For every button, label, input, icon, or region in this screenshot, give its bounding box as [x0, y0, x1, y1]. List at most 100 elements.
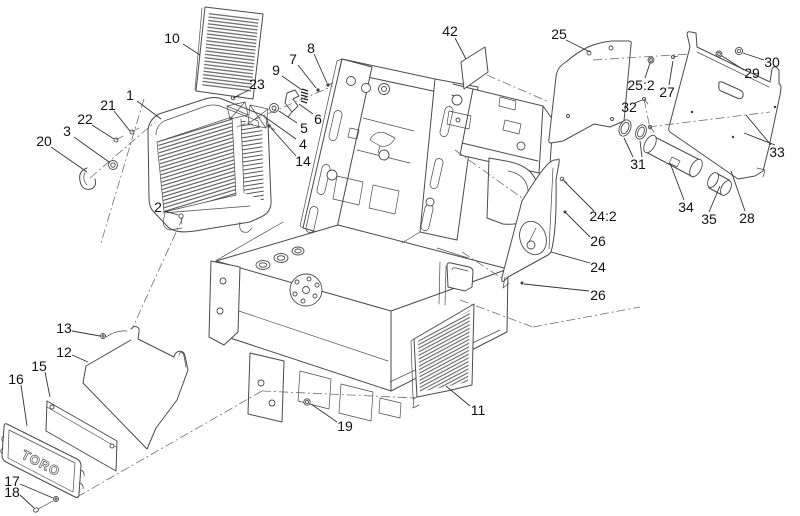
- callout-27-18: 27: [659, 84, 675, 100]
- leader-line-7: [297, 64, 317, 89]
- callout-15-33: 15: [31, 358, 47, 374]
- panel-25: [548, 40, 632, 144]
- strip-15: [45, 400, 118, 472]
- leader-line-33: [745, 114, 772, 146]
- callout-8-10: 8: [307, 40, 315, 56]
- phantom-lines: [76, 53, 771, 498]
- leader-line-3: [73, 136, 110, 163]
- leader-line-31: [623, 137, 634, 158]
- leader-line-13: [71, 330, 101, 337]
- leader-line-27: [668, 60, 674, 86]
- nut-19: [303, 398, 311, 406]
- leader-line-30: [742, 52, 765, 61]
- callout-16-34: 16: [8, 371, 24, 387]
- leader-line-21: [113, 110, 131, 132]
- grille-panel-11: [410, 303, 475, 409]
- callout-24-29: 24: [590, 259, 606, 275]
- leader-line-33: [743, 132, 776, 146]
- leader-line-11: [445, 385, 471, 407]
- leader-line-29: [721, 55, 745, 71]
- leader-line-9: [281, 75, 303, 91]
- leader-line-24: [550, 251, 591, 264]
- leader-line-32: [634, 99, 643, 104]
- callout-42-15: 42: [442, 23, 458, 39]
- leader-line-15: [44, 371, 51, 398]
- callout-34-24: 34: [678, 199, 694, 215]
- phantom-line: [454, 149, 523, 199]
- callout-30-20: 30: [764, 54, 780, 70]
- callout-11-38: 11: [471, 402, 486, 418]
- callout-25-16: 25: [551, 26, 567, 42]
- leader-line-14: [270, 127, 297, 157]
- cylinder-35: [707, 172, 732, 196]
- leader-line-22: [91, 124, 115, 140]
- leader-line-2: [164, 210, 179, 216]
- leader-line-8: [313, 53, 328, 84]
- grille-hood-1: [147, 97, 272, 233]
- phantom-line: [647, 111, 771, 128]
- phantom-line: [532, 306, 641, 328]
- bracket-12: [82, 326, 189, 450]
- callout-32-21: 32: [621, 99, 637, 115]
- callout-26-30: 26: [590, 287, 606, 303]
- callout-10-0: 10: [164, 30, 180, 46]
- callout-35-25: 35: [701, 211, 717, 227]
- leader-line-16: [20, 384, 28, 427]
- spring-9: [300, 88, 309, 104]
- callout-4-13: 4: [299, 136, 307, 152]
- callout-1-2: 1: [126, 87, 134, 103]
- callout-17-35: 17: [4, 473, 20, 489]
- leader-line-1: [136, 100, 162, 120]
- callout-2-7: 2: [154, 199, 162, 215]
- chassis-frame: [208, 58, 554, 423]
- leader-line-23: [232, 89, 250, 99]
- callout-31-22: 31: [630, 156, 646, 172]
- leader-line-4: [264, 116, 297, 140]
- phantom-line: [459, 299, 534, 328]
- leader-line-25:2: [644, 62, 651, 79]
- phantom-line: [236, 85, 334, 128]
- callout-22-4: 22: [77, 111, 93, 127]
- panel-28: [668, 31, 782, 180]
- phantom-line: [486, 74, 550, 103]
- leader-line-35: [708, 185, 721, 213]
- callout-26-28: 26: [590, 233, 606, 249]
- callout-7-9: 7: [289, 51, 297, 67]
- callout-14-14: 14: [295, 153, 311, 169]
- leader-line-10: [182, 43, 201, 56]
- rings-31: [618, 119, 647, 140]
- callout-3-5: 3: [63, 123, 71, 139]
- callout-28-26: 28: [739, 210, 755, 226]
- leader-line-42: [454, 37, 467, 60]
- leader-line-17: [19, 483, 54, 499]
- callout-9-8: 9: [272, 62, 280, 78]
- right-fasteners: [641, 46, 744, 133]
- leader-line-26: [523, 283, 590, 292]
- leader-line-31: [639, 140, 643, 158]
- phantom-line: [89, 121, 156, 179]
- callout-29-19: 29: [744, 65, 760, 81]
- phantom-line: [131, 216, 184, 330]
- leader-line-24:2: [563, 180, 595, 212]
- callout-23-1: 23: [249, 76, 265, 92]
- grille-panel-10: [194, 6, 264, 100]
- callout-20-6: 20: [36, 133, 52, 149]
- left-fasteners: [79, 95, 240, 225]
- leader-line-34: [669, 162, 685, 201]
- callout-24:2-27: 24:2: [589, 208, 616, 224]
- callout-18-36: 18: [4, 484, 20, 500]
- phantom-line: [461, 251, 504, 280]
- callout-21-3: 21: [100, 97, 116, 113]
- phantom-line: [100, 98, 145, 244]
- callout-25:2-17: 25:2: [627, 77, 654, 93]
- callout-5-12: 5: [300, 120, 308, 136]
- leader-line-26: [565, 212, 591, 238]
- leader-line-5: [278, 110, 298, 124]
- leader-line-20: [50, 146, 88, 173]
- panel-42: [460, 46, 489, 90]
- leader-line-25: [565, 39, 591, 53]
- phantom-line: [643, 98, 652, 134]
